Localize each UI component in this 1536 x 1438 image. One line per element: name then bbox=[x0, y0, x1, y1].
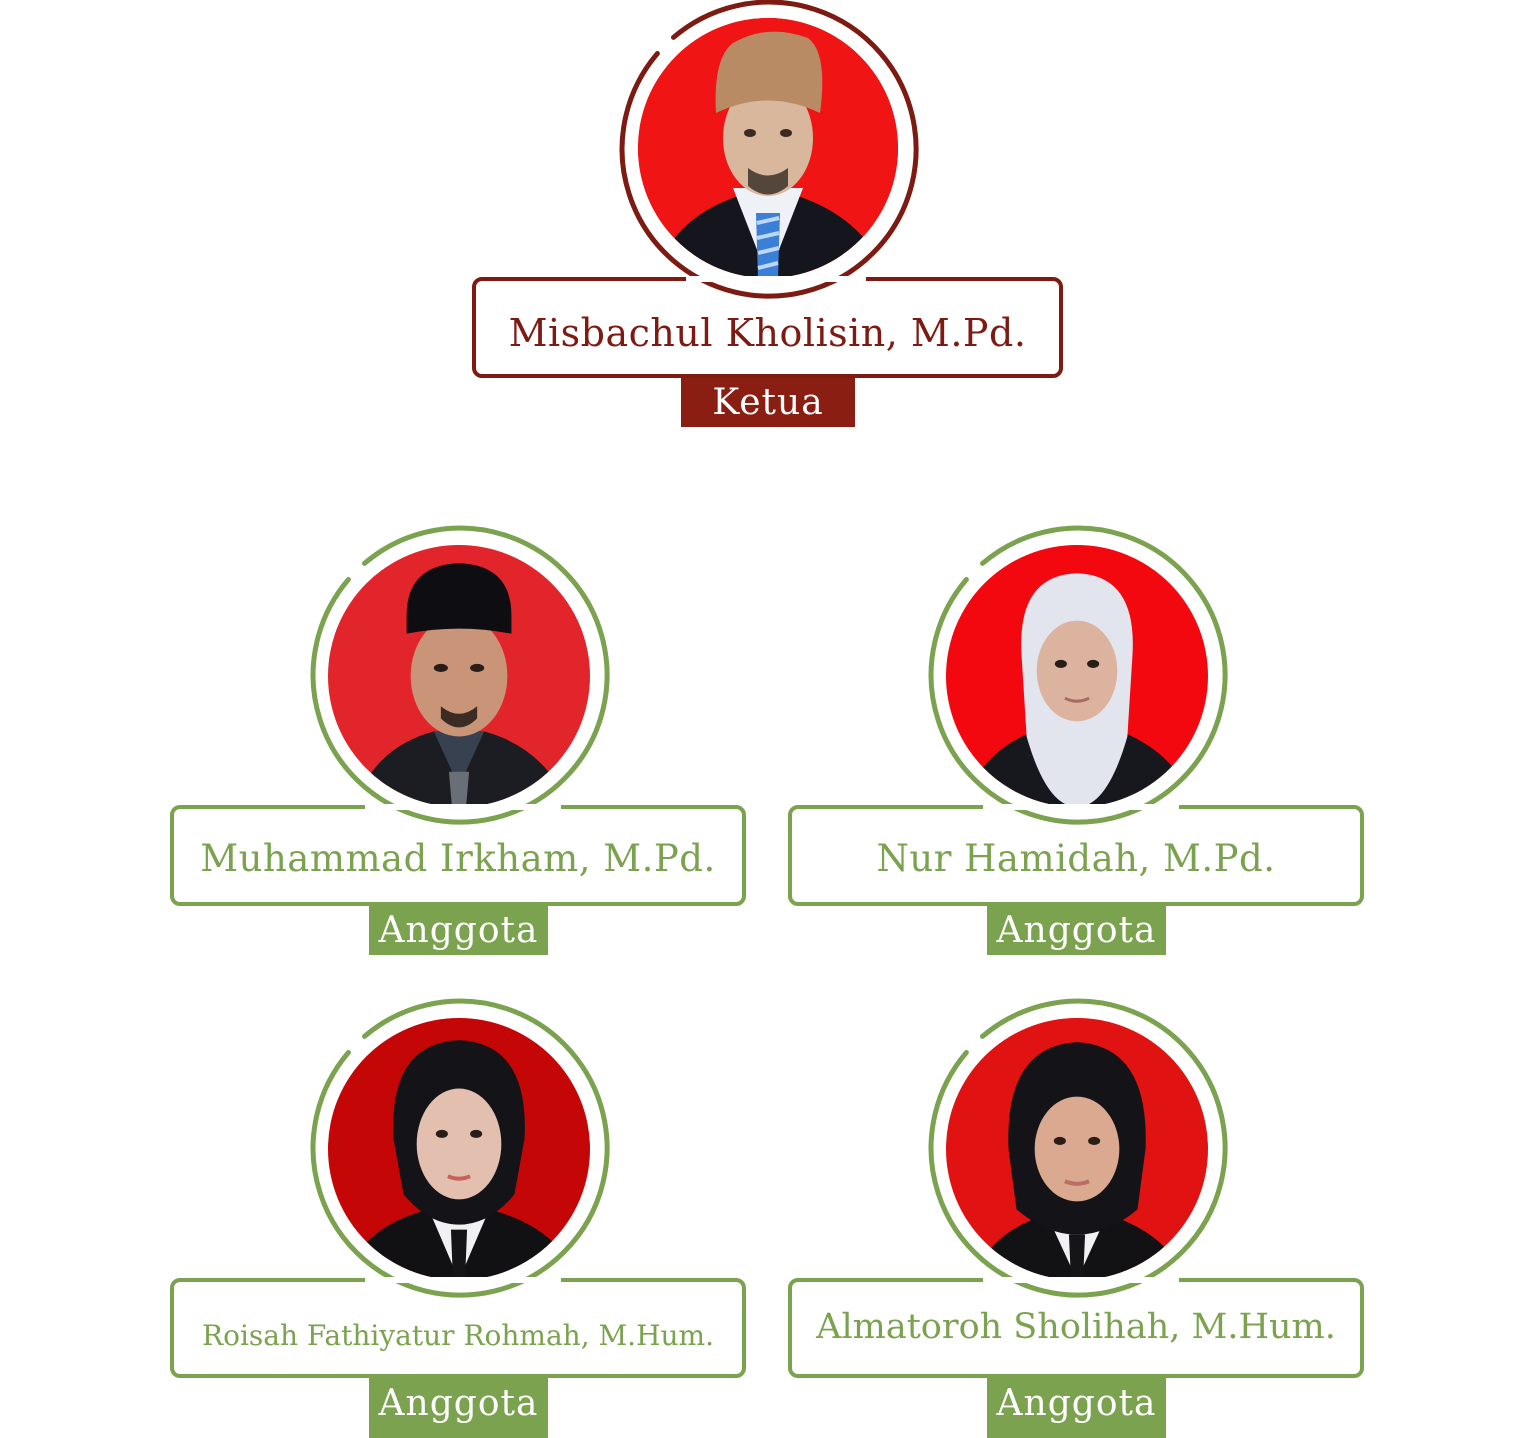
name-box-top-gap bbox=[983, 804, 1179, 810]
portrait-man-brown-cap-icon bbox=[638, 18, 898, 278]
member-ring-decoration bbox=[928, 998, 1228, 1298]
leader-name: Misbachul Kholisin, M.Pd. bbox=[508, 310, 1027, 355]
member-name-box: Nur Hamidah, M.Pd. bbox=[788, 804, 1364, 906]
name-box-top-gap bbox=[365, 804, 561, 810]
member-role-badge: Anggota bbox=[987, 1378, 1166, 1438]
member-ring-decoration bbox=[310, 525, 610, 825]
leader-role-badge: Ketua bbox=[681, 378, 855, 427]
member-name: Nur Hamidah, M.Pd. bbox=[876, 837, 1276, 880]
member-role-badge: Anggota bbox=[987, 906, 1166, 955]
leader-name-box: Misbachul Kholisin, M.Pd. bbox=[472, 276, 1063, 378]
name-box-top-gap bbox=[365, 1277, 561, 1283]
member-role-badge: Anggota bbox=[369, 1378, 548, 1438]
member-role-badge: Anggota bbox=[369, 906, 548, 955]
leader-ring-decoration bbox=[619, 0, 919, 299]
member-name: Muhammad Irkham, M.Pd. bbox=[200, 837, 716, 880]
portrait-woman-black-hijab-icon bbox=[946, 1018, 1208, 1280]
member-name-box: Muhammad Irkham, M.Pd. bbox=[170, 804, 746, 906]
member-photo bbox=[946, 1018, 1208, 1280]
leader-card: Misbachul Kholisin, M.Pd. Ketua bbox=[0, 0, 1536, 440]
portrait-man-black-peci-icon bbox=[328, 545, 590, 807]
name-box-top-gap bbox=[686, 276, 866, 282]
member-name: Almatoroh Sholihah, M.Hum. bbox=[816, 1307, 1336, 1347]
member-ring-decoration bbox=[310, 998, 610, 1298]
portrait-woman-white-hijab-icon bbox=[946, 545, 1208, 807]
member-name-box: Roisah Fathiyatur Rohmah, M.Hum. bbox=[170, 1277, 746, 1378]
member-photo bbox=[328, 1018, 590, 1280]
member-name-box: Almatoroh Sholihah, M.Hum. bbox=[788, 1277, 1364, 1378]
member-ring-decoration bbox=[928, 525, 1228, 825]
leader-photo bbox=[638, 18, 898, 278]
member-photo bbox=[946, 545, 1208, 807]
member-photo bbox=[328, 545, 590, 807]
portrait-woman-black-hijab-icon bbox=[328, 1018, 590, 1280]
name-box-top-gap bbox=[983, 1277, 1179, 1283]
member-name: Roisah Fathiyatur Rohmah, M.Hum. bbox=[202, 1318, 714, 1352]
